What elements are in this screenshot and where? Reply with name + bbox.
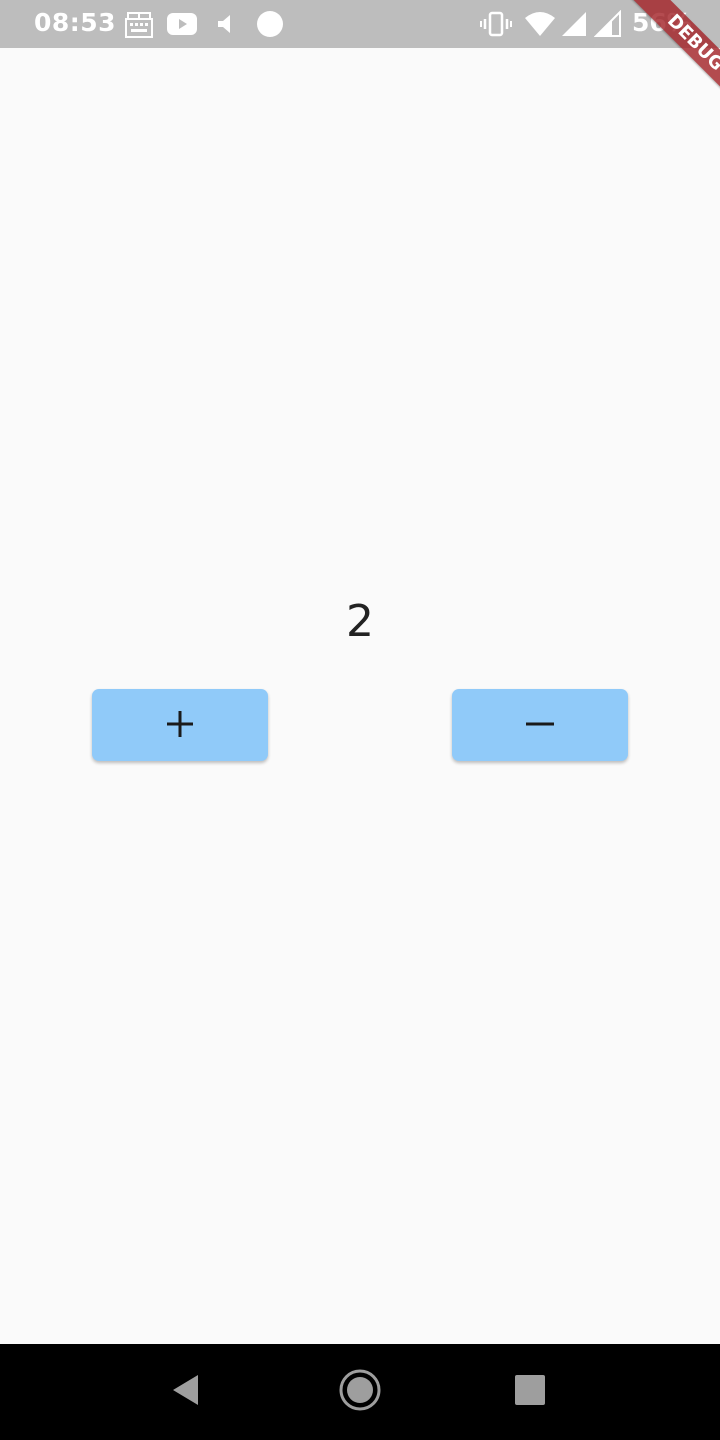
back-icon (170, 1373, 202, 1412)
home-button[interactable] (336, 1368, 384, 1416)
recents-button[interactable] (506, 1368, 554, 1416)
home-icon (338, 1368, 382, 1417)
vibrate-icon (480, 10, 512, 43)
signal-icon (593, 9, 622, 43)
status-bar: 08:53 (0, 0, 720, 48)
wifi-icon (524, 10, 556, 43)
decrement-button[interactable] (452, 689, 628, 761)
minus-icon (525, 709, 555, 742)
counter-value: 2 (346, 596, 374, 647)
youtube-icon (166, 10, 198, 43)
signal-icon (560, 10, 588, 43)
navigation-bar (0, 1344, 720, 1440)
status-time: 08:53 (34, 8, 117, 37)
back-button[interactable] (162, 1368, 210, 1416)
recents-icon (514, 1374, 546, 1411)
circle-icon (255, 10, 285, 45)
keyboard-icon (124, 10, 154, 45)
volume-icon (216, 10, 236, 43)
plus-icon (165, 709, 195, 742)
increment-button[interactable] (92, 689, 268, 761)
